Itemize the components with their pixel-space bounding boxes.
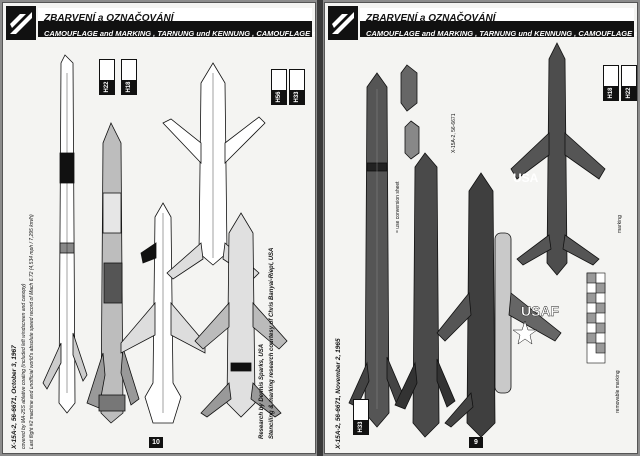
top-view-usa (510, 42, 606, 276)
aircraft-profiles-left (42, 54, 288, 424)
serial-label: X-15A-2, 56-6671 (451, 113, 457, 153)
header-title: ZBARVENÍ a OZNAČOVÁNÍ (44, 13, 174, 24)
side-profile-drawing (42, 54, 88, 414)
note-removable: removable marking (615, 370, 621, 413)
header-title: ZBARVENÍ a OZNAČOVÁNÍ (366, 13, 496, 24)
caption-line-2: covered by MA-25S ablative coating (incl… (21, 283, 27, 449)
page-header: ZBARVENÍ a OZNAČOVÁNÍ CAMOUFLAGE and MAR… (328, 6, 637, 42)
color-chip-h18: H18 (603, 65, 619, 101)
page-left: ZBARVENÍ a OZNAČOVÁNÍ CAMOUFLAGE and MAR… (2, 2, 316, 454)
page-header: ZBARVENÍ a OZNAČOVÁNÍ CAMOUFLAGE and MAR… (6, 6, 315, 42)
color-chip-h18: H18 (121, 59, 137, 95)
aircraft-caption: X-15A-2, 56-6671, November 2, 1965 (335, 338, 342, 449)
caption-line-3: Last flight #2 machine and unofficial wo… (29, 214, 35, 449)
star-insignia (512, 320, 538, 345)
bottom-view-drawing (194, 212, 288, 418)
page-right: ZBARVENÍ a OZNAČOVÁNÍ CAMOUFLAGE and MAR… (324, 2, 638, 454)
credit-line-2: Stenciling & marking research courtesy o… (269, 247, 275, 439)
color-chip-h22: H22 (621, 65, 637, 101)
tank-marking: USAF (521, 303, 560, 319)
wing-marking: USA (513, 171, 539, 185)
canopy-detail (400, 64, 420, 160)
publisher-logo (328, 6, 358, 40)
credit-line-1: Research by Dennis Sparks, USA (259, 343, 265, 439)
header-subtitle: CAMOUFLAGE and MARKING , TARNUNG und KEN… (44, 29, 316, 38)
top-view-drawing (120, 202, 206, 424)
page-gutter (317, 0, 323, 456)
note-conversion: = use conversion sheet (395, 181, 401, 233)
bottom-view-tank (436, 172, 562, 438)
color-chip-h22: H22 (99, 59, 115, 95)
tank-checker-detail (586, 272, 606, 364)
side-profile-dark (348, 72, 406, 428)
aircraft-profiles-right (348, 42, 606, 438)
color-chip-h33: H33 (289, 69, 305, 105)
header-subtitle: CAMOUFLAGE and MARKING , TARNUNG und KEN… (366, 29, 638, 38)
note-marking: marking (617, 215, 623, 233)
aircraft-caption: X-15A-2, 56-6671, October 3, 1967 (11, 345, 18, 449)
publisher-logo (6, 6, 36, 40)
color-chip-h56: H56 (271, 69, 287, 105)
page-number: 9 (469, 437, 483, 448)
side-profile-gray (86, 122, 140, 424)
page-number: 10 (149, 437, 163, 448)
color-chip-h33: H33 (353, 399, 369, 435)
side-profile-drop-tank (394, 152, 456, 438)
